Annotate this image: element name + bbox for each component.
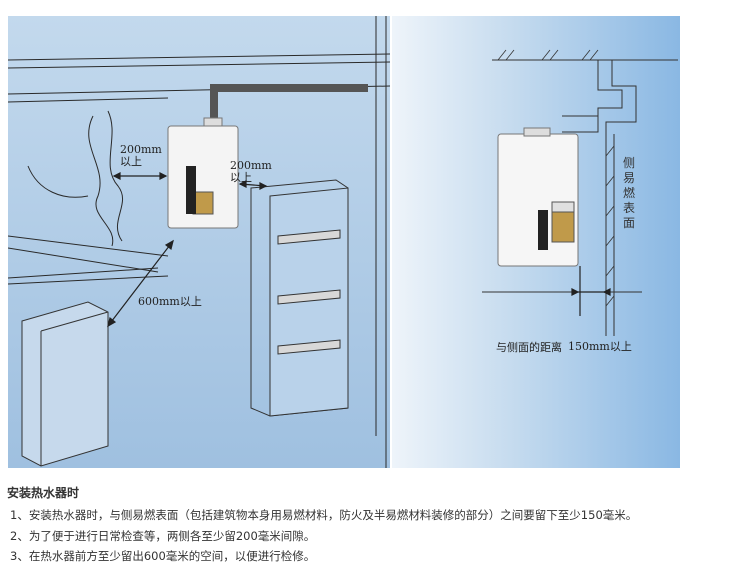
room-sketch: [8, 16, 390, 468]
elevation-sketch: [482, 49, 678, 336]
side-clearance-right-unit: 以上: [230, 171, 252, 184]
heater-left: [167, 84, 368, 229]
side-clearance-right-label: 200mm 以上: [230, 160, 272, 184]
heater-right: [497, 127, 579, 267]
distance-label: 与侧面的距离: [496, 341, 562, 354]
front-clearance-label: 600mm以上: [138, 295, 202, 308]
distance-value: 150mm以上: [568, 340, 632, 353]
shelf-cabinet: [250, 179, 349, 417]
side-clearance-diagram: 侧易燃表面 与侧面的距离 150mm以上: [392, 16, 680, 468]
side-surface-label: 侧易燃表面: [622, 156, 635, 230]
caption-item: 1、安装热水器时，与侧易燃表面（包括建筑物本身用易燃材料，防火及半易燃材料装修的…: [10, 508, 638, 522]
caption-title: 安装热水器时: [7, 486, 80, 500]
side-clearance-left-label: 200mm 以上: [120, 144, 162, 168]
caption-item: 2、为了便于进行日常检查等，两侧各至少留200毫米间隙。: [10, 529, 316, 543]
distance-arrows: [571, 266, 611, 316]
side-clearance-left-value: 200mm: [120, 143, 162, 156]
installation-room-diagram: 200mm 以上 200mm 以上 600mm以上: [8, 16, 390, 468]
front-box: [21, 301, 109, 467]
side-clearance-left-unit: 以上: [120, 155, 142, 168]
side-clearance-right-value: 200mm: [230, 159, 272, 172]
dimension-arrows: [107, 172, 268, 328]
caption-item: 3、在热水器前方至少留出600毫米的空间，以便进行检修。: [10, 549, 316, 563]
